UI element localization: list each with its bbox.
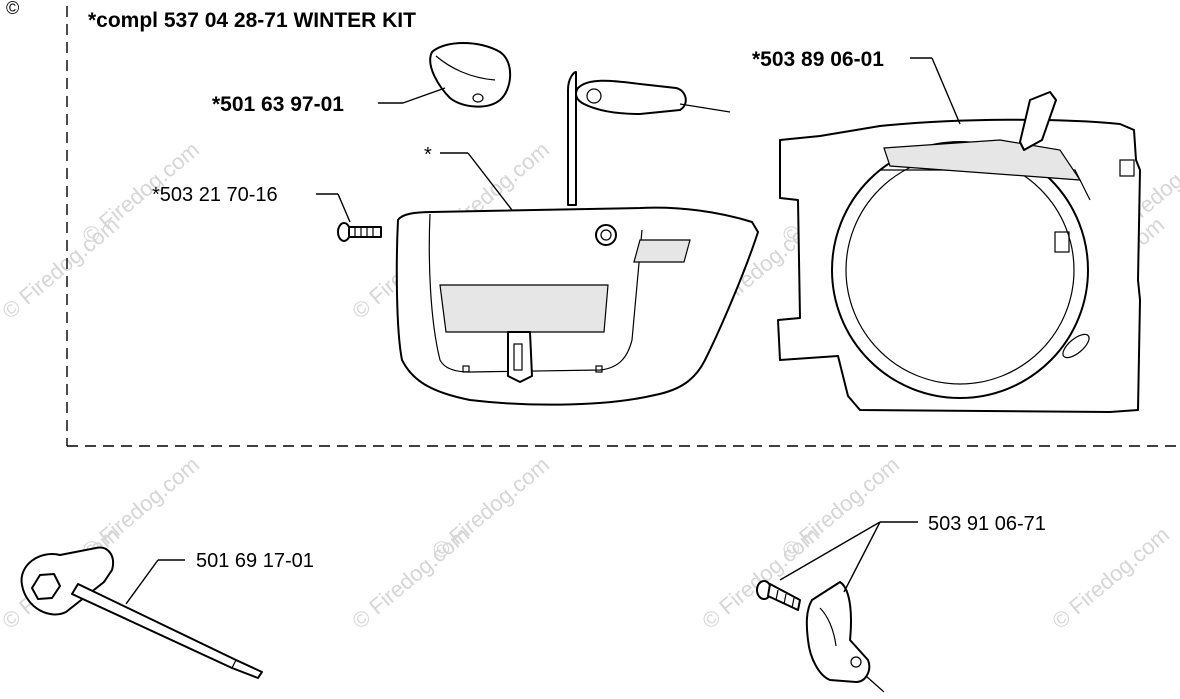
leader-line	[337, 193, 351, 223]
wrench-part	[20, 546, 263, 679]
kit-boundary	[66, 6, 1180, 447]
watermark: © Firedog.com	[1047, 522, 1174, 634]
bracket-part	[756, 580, 885, 693]
part-label: 503 91 06-71	[928, 513, 1046, 535]
watermark: © Firedog.com	[777, 452, 904, 564]
part-label: *501 63 97-01	[212, 93, 344, 116]
housing-part	[777, 91, 1141, 413]
cover-part	[395, 71, 759, 406]
cap-part	[429, 42, 512, 108]
leader-line	[931, 57, 961, 125]
screw-part	[337, 222, 382, 242]
part-label: *503 21 70-16	[152, 184, 278, 206]
leader-line	[125, 559, 159, 605]
watermark: © Firedog.com	[427, 452, 554, 564]
kit-title: *compl 537 04 28-71 WINTER KIT	[88, 9, 416, 32]
leader-line	[843, 521, 881, 593]
copyright-symbol: ©	[6, 0, 19, 18]
leader-line	[467, 152, 513, 211]
part-label: 501 69 17-01	[196, 550, 314, 572]
part-label: *	[424, 144, 432, 166]
part-label: *503 89 06-01	[752, 48, 884, 71]
leader-line	[779, 521, 881, 581]
leader-line	[402, 87, 446, 104]
